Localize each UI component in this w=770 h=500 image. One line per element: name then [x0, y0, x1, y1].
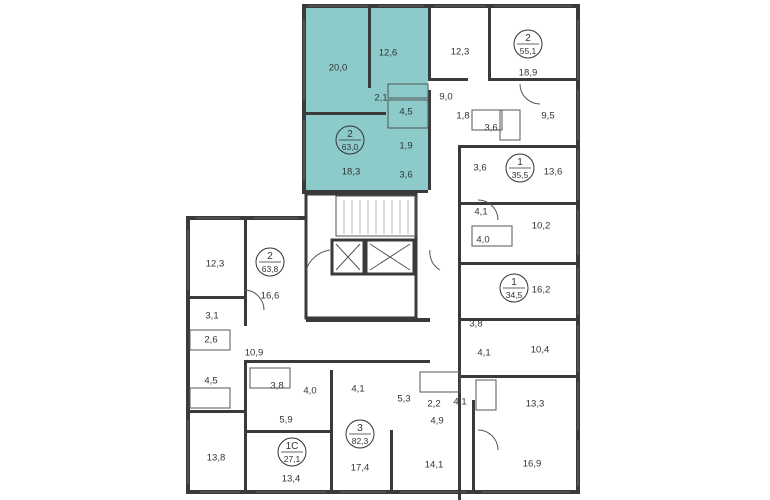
- room-area-label: 5,3: [397, 394, 410, 405]
- room-area-label: 13,3: [526, 399, 545, 410]
- apartment-area: 35,5: [512, 170, 529, 180]
- interior-walls: [186, 8, 576, 500]
- room-area-label: 18,3: [342, 167, 361, 178]
- room-area-label: 4,0: [476, 235, 489, 246]
- room-area-label: 3,8: [270, 381, 283, 392]
- apartment-area: 27,1: [284, 454, 301, 464]
- room-area-label: 1,9: [399, 141, 412, 152]
- room-area-label: 13,6: [544, 167, 563, 178]
- room-area-label: 1,8: [456, 111, 469, 122]
- apartment-area: 55,1: [520, 46, 537, 56]
- fixtures: [189, 83, 541, 451]
- room-area-label: 4,1: [453, 397, 466, 408]
- room-area-label: 12,6: [379, 48, 398, 59]
- room-area-label: 20,0: [329, 63, 348, 74]
- room-area-label: 14,1: [425, 460, 444, 471]
- room-area-label: 5,9: [279, 415, 292, 426]
- highlighted-apartment[interactable]: [306, 8, 428, 192]
- apartment-area: 63,8: [262, 264, 279, 274]
- room-area-label: 4,1: [477, 348, 490, 359]
- room-area-label: 4,9: [430, 416, 443, 427]
- room-area-label: 3,6: [399, 170, 412, 181]
- room-area-label: 17,4: [351, 463, 370, 474]
- room-area-label: 12,3: [206, 259, 225, 270]
- room-area-label: 3,6: [484, 123, 497, 134]
- room-area-label: 3,1: [205, 311, 218, 322]
- room-area-label: 10,9: [245, 348, 264, 359]
- room-area-label: 4,5: [399, 107, 412, 118]
- apartment-area: 63,0: [342, 142, 359, 152]
- apartment-area: 82,3: [352, 436, 369, 446]
- room-area-label: 3,6: [473, 163, 486, 174]
- room-area-label: 16,2: [532, 285, 551, 296]
- room-area-label: 4,1: [351, 384, 364, 395]
- room-area-label: 16,9: [523, 459, 542, 470]
- apartment-rooms: 2: [267, 251, 273, 262]
- apartment-rooms: 3: [357, 423, 363, 434]
- apartment-marker-apt-a[interactable]: 263,0: [335, 125, 365, 155]
- windows: [187, 5, 579, 493]
- room-area-label: 4,5: [204, 376, 217, 387]
- room-area-label: 9,5: [541, 111, 554, 122]
- apartment-marker-apt-c[interactable]: 135,5: [505, 153, 535, 183]
- apartment-circle: [335, 125, 365, 155]
- apartment-rooms: 1: [517, 157, 523, 168]
- room-area-label: 9,0: [439, 92, 452, 103]
- room-area-label: 2,6: [204, 335, 217, 346]
- room-area-label: 2,1: [374, 93, 387, 104]
- room-area-label: 13,4: [282, 474, 301, 485]
- building-core: [304, 192, 430, 322]
- apartment-rooms: 1С: [286, 441, 299, 452]
- room-area-label: 18,9: [519, 68, 538, 79]
- apartment-marker-apt-g[interactable]: 382,3: [345, 419, 375, 449]
- apartment-rooms: 2: [525, 33, 531, 44]
- room-area-label: 12,3: [451, 47, 470, 58]
- apartment-marker-apt-e[interactable]: 134,5: [499, 273, 529, 303]
- room-area-label: 3,8: [469, 319, 482, 330]
- apartment-area: 34,5: [506, 290, 523, 300]
- apartment-rooms: 1: [511, 277, 517, 288]
- room-area-label: 10,2: [532, 221, 551, 232]
- room-area-label: 4,1: [474, 207, 487, 218]
- room-area-label: 10,4: [531, 345, 550, 356]
- apartment-marker-apt-f[interactable]: 1С 27,1: [277, 437, 307, 467]
- apartment-rooms: 2: [347, 129, 353, 140]
- room-area-label: 4,0: [303, 386, 316, 397]
- apartment-marker-apt-d[interactable]: 263,8: [255, 247, 285, 277]
- room-area-label: 2,2: [427, 399, 440, 410]
- room-area-label: 16,6: [261, 291, 280, 302]
- room-area-label: 13,8: [207, 453, 226, 464]
- apartment-marker-apt-b[interactable]: 255,1: [513, 29, 543, 59]
